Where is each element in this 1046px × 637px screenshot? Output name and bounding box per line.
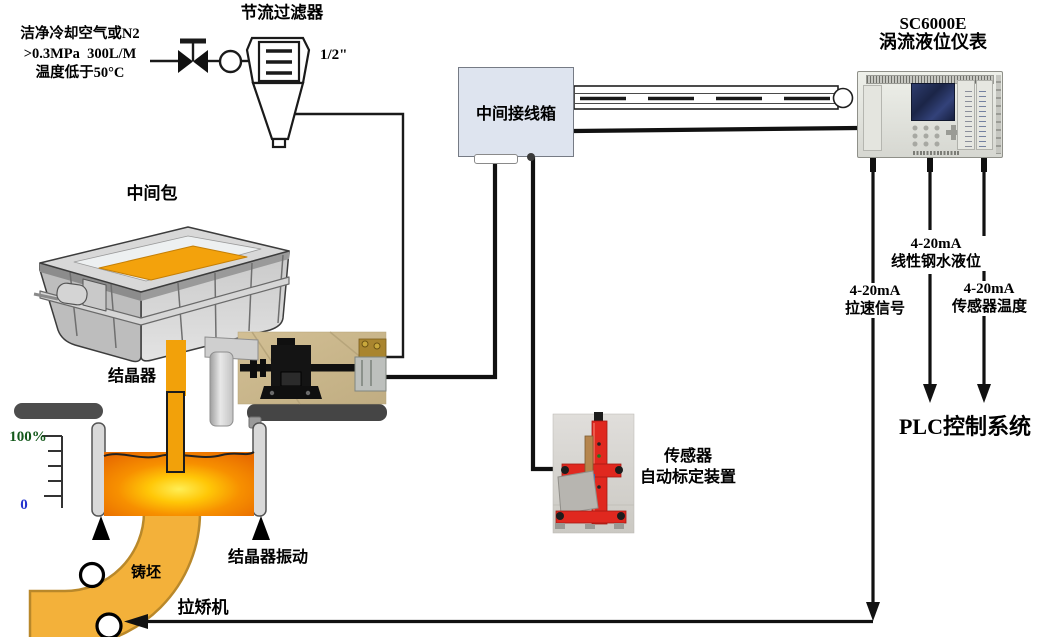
mount-arm-probe — [209, 351, 234, 427]
throttle-filter-icon — [245, 36, 311, 149]
mold-vibration-markers — [92, 516, 270, 540]
left-platform-bar — [14, 403, 103, 419]
instrument-title: SC6000E 涡流液位仪表 — [853, 14, 1013, 52]
tundish-rail — [39, 276, 290, 326]
tundish-nozzle-stub — [56, 282, 88, 306]
pipe-fitting-icon — [218, 49, 243, 74]
throttle-filter-label: 节流过滤器 — [240, 3, 324, 22]
junction-box: 中间接线箱 — [458, 67, 574, 157]
level-scale-max: 100% — [9, 429, 47, 445]
steel-level-signal-line — [923, 155, 937, 403]
junction-box-bolt — [527, 153, 535, 161]
calibration-cable — [530, 156, 554, 472]
sensor-mount-photo — [204, 331, 387, 427]
molten-steel-surface — [98, 245, 248, 281]
instrument-cable — [573, 125, 859, 134]
sensor-temperature-signal-line — [977, 155, 991, 403]
steel-stream — [166, 340, 186, 396]
shutoff-valve-icon — [150, 38, 248, 74]
mold-plates — [91, 422, 267, 517]
arrowhead-to-plc — [977, 384, 991, 403]
roller-icon — [78, 561, 106, 589]
sensor-cable — [384, 156, 498, 380]
instrument-left-card — [863, 85, 882, 151]
junction-box-tab — [474, 154, 518, 164]
air-supply-note: 洁净冷却空气或N2 >0.3MPa 300L/M 温度低于50°C — [20, 26, 140, 81]
meniscus-line — [103, 451, 255, 459]
instrument-io-card-2 — [976, 80, 993, 150]
instrument-name: 涡流液位仪表 — [879, 32, 987, 52]
mold-label: 结晶器 — [107, 368, 156, 385]
pipe-size-label: 1/2" — [320, 47, 348, 63]
calibration-device-photo — [552, 412, 635, 534]
junction-box-label: 中间接线箱 — [475, 106, 556, 123]
cast-strand-curve — [28, 510, 202, 637]
cooling-air-line — [295, 112, 405, 359]
sensor-temperature-signal-label: 4-20mA 传感器温度 — [950, 281, 1028, 316]
metal-plate — [557, 470, 599, 515]
arrowhead-to-withdrawal-machine — [124, 614, 148, 629]
level-instrument-unit — [857, 71, 1003, 158]
instrument-nameplate — [913, 151, 959, 155]
withdrawal-rollers — [78, 561, 123, 637]
instrument-screen — [911, 83, 955, 121]
level-scale-min: 0 — [20, 497, 28, 513]
mold-vibration-label: 结晶器振动 — [227, 549, 308, 566]
arrowhead-to-plc — [923, 384, 937, 403]
instrument-keypad — [911, 124, 943, 148]
casting-speed-signal-line — [124, 155, 880, 629]
probe-boom-tube — [573, 85, 854, 110]
instrument-model: SC6000E — [899, 14, 967, 33]
roller-icon — [95, 612, 123, 637]
sensor-rod — [240, 364, 386, 372]
right-platform-bar — [247, 404, 387, 421]
billet-label: 铸坯 — [130, 565, 161, 581]
submerged-entry-nozzle — [166, 391, 185, 473]
withdrawal-machine-label: 拉矫机 — [177, 598, 229, 617]
plc-system-label: PLC控制系统 — [898, 414, 1031, 439]
level-scale — [42, 435, 63, 508]
instrument-mount-rail — [996, 75, 1001, 154]
tundish-label: 中间包 — [126, 184, 178, 203]
instrument-io-card-1 — [957, 80, 975, 150]
calibration-device-label: 传感器 自动标定装置 — [639, 448, 736, 486]
casting-speed-signal-label: 4-20mA 拉速信号 — [838, 283, 912, 318]
steel-level-signal-label: 4-20mA 线性钢水液位 — [886, 236, 986, 271]
